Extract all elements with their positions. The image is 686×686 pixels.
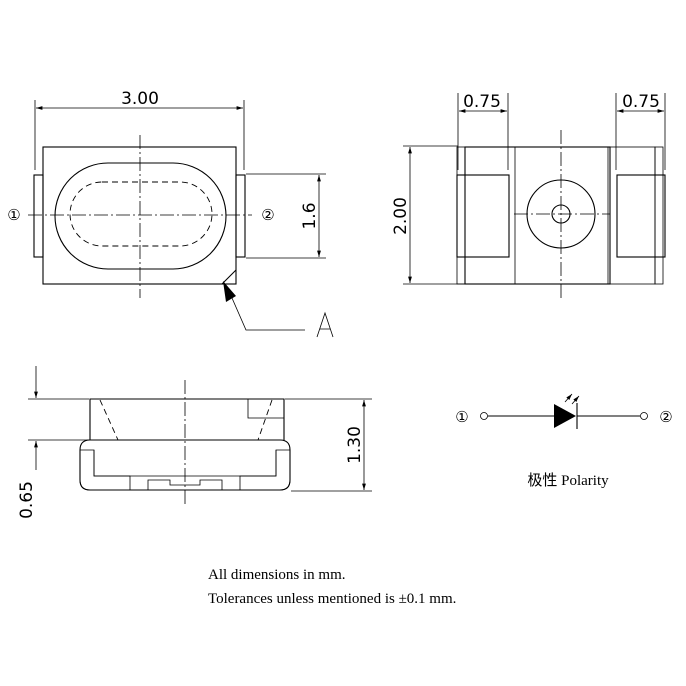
end-view: 0.75 0.75 2.00 bbox=[391, 92, 666, 298]
end-view-pad-dim-left: 0.75 bbox=[463, 92, 501, 112]
top-view-pin1-label: ① bbox=[7, 206, 20, 224]
emission-arrow-2 bbox=[571, 395, 580, 405]
side-view-lens-taper-right bbox=[257, 399, 273, 441]
cathode-marker-label: A bbox=[0, 0, 12, 4]
polarity-pin2-label: ② bbox=[659, 408, 672, 426]
end-view-pad-right bbox=[616, 174, 666, 258]
polarity-symbol: ① ② 极性 Polarity bbox=[455, 393, 673, 489]
side-view-lead-left bbox=[79, 449, 131, 491]
side-view-lens-outline bbox=[89, 398, 285, 440]
diode-triangle bbox=[554, 404, 576, 428]
side-view: 1.30 0.65 bbox=[17, 366, 372, 519]
end-view-pad-left bbox=[456, 174, 510, 258]
emission-arrow-1 bbox=[564, 393, 573, 403]
polarity-caption: 极性 Polarity bbox=[527, 472, 609, 489]
top-view: 3.00 1.6 ① ② A bbox=[0, 0, 334, 338]
end-view-side-right bbox=[609, 146, 656, 285]
top-view-pad-right bbox=[235, 174, 246, 258]
side-view-base-dim: 0.65 bbox=[17, 481, 37, 519]
side-view-lead-right bbox=[239, 449, 291, 491]
top-view-lens-inner bbox=[69, 181, 213, 247]
note-tolerances: Tolerances unless mentioned is ±0.1 mm. bbox=[208, 591, 456, 607]
top-view-body bbox=[42, 146, 237, 285]
top-view-width-dim: 3.00 bbox=[121, 89, 159, 109]
top-view-chamfer bbox=[221, 269, 237, 285]
cathode-marker-arrow bbox=[223, 281, 236, 302]
cathode-marker-leader bbox=[231, 297, 305, 331]
side-view-lens-taper-left bbox=[99, 399, 119, 441]
end-view-body bbox=[464, 146, 611, 285]
top-view-pin2-label: ② bbox=[261, 206, 274, 224]
top-view-height-dim: 1.6 bbox=[300, 202, 320, 229]
cathode-marker-symbol bbox=[316, 311, 334, 338]
side-view-step bbox=[247, 399, 284, 419]
end-view-height-dim: 2.00 bbox=[391, 197, 411, 235]
top-view-pad-left bbox=[33, 174, 44, 258]
top-view-lens bbox=[54, 162, 227, 270]
side-view-height-dim: 1.30 bbox=[345, 426, 365, 464]
notes: All dimensions in mm. Tolerances unless … bbox=[208, 567, 456, 607]
polarity-terminal-right bbox=[640, 412, 648, 420]
end-view-pad-dim-right: 0.75 bbox=[622, 92, 660, 112]
polarity-terminal-left bbox=[480, 412, 488, 420]
polarity-pin1-label: ① bbox=[455, 408, 468, 426]
note-dimensions: All dimensions in mm. bbox=[208, 567, 346, 583]
end-view-lead-right bbox=[654, 146, 664, 285]
